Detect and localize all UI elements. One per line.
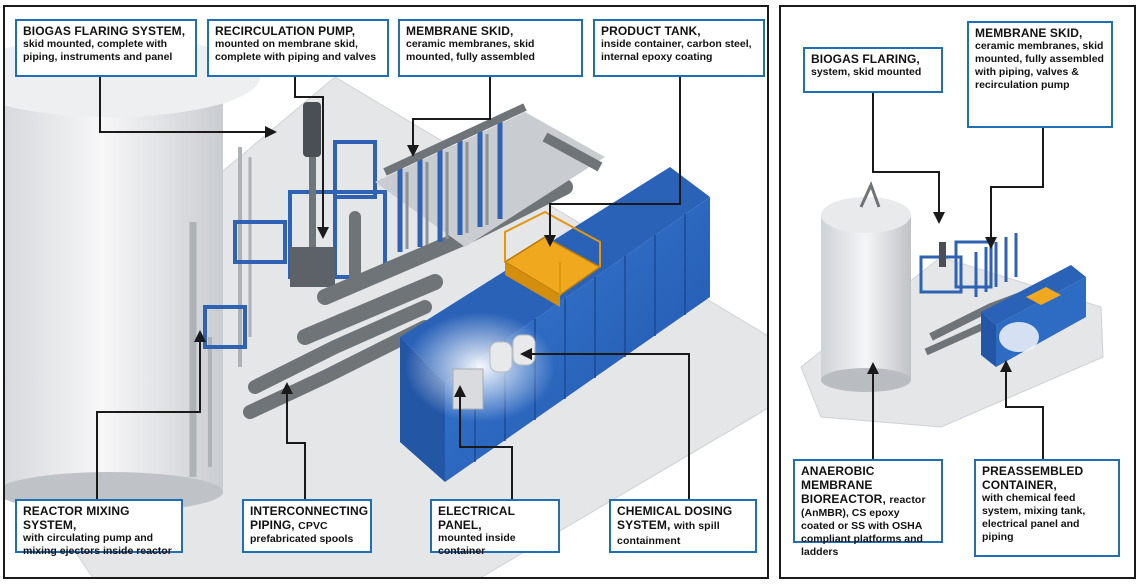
callout-reactor-mixing-system: REACTOR MIXING SYSTEM, with circulating …	[15, 499, 183, 557]
callout-title: PRODUCT TANK,	[601, 24, 701, 38]
callout-description: with chemical feed system, mixing tank, …	[982, 492, 1086, 543]
callout-title: PREASSEMBLED CONTAINER,	[982, 464, 1084, 492]
chemical-dosing-tanks	[489, 334, 536, 373]
callout-recirculation-pump: RECIRCULATION PUMP, mounted on membrane …	[207, 19, 389, 77]
callout-description: system, skid mounted	[811, 66, 922, 78]
main-plant-illustration	[5, 37, 767, 577]
callout-interconnecting-piping: INTERCONNECTING PIPING, CPVC prefabricat…	[242, 499, 372, 553]
callout-electrical-panel: ELECTRICAL PANEL, mounted inside contain…	[430, 499, 560, 557]
main-panel: BIOGAS FLARING SYSTEM, skid mounted, com…	[3, 5, 769, 579]
callout-product-tank: PRODUCT TANK, inside container, carbon s…	[593, 19, 765, 77]
callout-description: inside container, carbon steel, internal…	[601, 38, 752, 63]
callout-title-inline: with spill containment	[617, 520, 720, 547]
callout-side-membrane-skid: MEMBRANE SKID, ceramic membranes, skid m…	[967, 21, 1113, 128]
callout-title-main: INTERCONNECTING PIPING,	[250, 504, 369, 532]
callout-title: ANAEROBIC MEMBRANE BIOREACTOR, reactor	[801, 464, 935, 507]
callout-side-preassembled-container: PREASSEMBLED CONTAINER, with chemical fe…	[974, 459, 1120, 557]
callout-title: CHEMICAL DOSING SYSTEM, with spill conta…	[617, 504, 749, 548]
membrane-skid-unit	[375, 103, 605, 252]
callout-title: BIOGAS FLARING,	[811, 52, 920, 66]
callout-side-anaerobic-membrane-bioreactor: ANAEROBIC MEMBRANE BIOREACTOR, reactor (…	[793, 459, 943, 558]
callout-title: MEMBRANE SKID,	[406, 24, 514, 38]
anaerobic-reactor-tank	[5, 37, 260, 512]
recirculation-skid-frame	[203, 140, 387, 349]
callout-description: mounted inside container	[438, 532, 516, 557]
callout-title: REACTOR MIXING SYSTEM,	[23, 504, 130, 532]
callout-description: skid mounted, complete with piping, inst…	[23, 38, 173, 63]
electrical-panel-box	[452, 368, 484, 410]
callout-description: (AnMBR), CS epoxy coated or SS with OSHA…	[801, 507, 923, 558]
main-leader-lines	[96, 77, 690, 499]
callout-title-main: ANAEROBIC MEMBRANE BIOREACTOR,	[801, 464, 886, 506]
side-shipping-container	[981, 265, 1086, 367]
callout-description: ceramic membranes, skid mounted, fully a…	[975, 40, 1104, 91]
callout-title: ELECTRICAL PANEL,	[438, 504, 515, 532]
callout-description: with circulating pump and mixing ejector…	[23, 532, 172, 557]
callout-title: BIOGAS FLARING SYSTEM,	[23, 24, 186, 38]
callout-biogas-flaring-system: BIOGAS FLARING SYSTEM, skid mounted, com…	[15, 19, 197, 77]
callout-description: mounted on membrane skid, complete with …	[215, 38, 377, 63]
callout-side-biogas-flaring: BIOGAS FLARING, system, skid mounted	[803, 47, 943, 93]
callout-title: MEMBRANE SKID,	[975, 26, 1083, 40]
callout-description: prefabricated spools	[250, 533, 354, 545]
callout-membrane-skid: MEMBRANE SKID, ceramic membranes, skid m…	[398, 19, 583, 77]
side-leader-lines	[867, 92, 1044, 459]
callout-description: ceramic membranes, skid mounted, fully a…	[406, 38, 535, 63]
callout-title-inline: CPVC	[298, 520, 328, 532]
recirculation-pump-unit	[290, 102, 335, 287]
side-panel: BIOGAS FLARING, system, skid mounted MEM…	[779, 5, 1136, 579]
callout-title-inline: reactor	[889, 494, 926, 506]
side-reactor-tank	[821, 181, 911, 392]
side-plant-illustration	[800, 92, 1104, 459]
product-tank-platform	[503, 210, 602, 307]
callout-chemical-dosing-system: CHEMICAL DOSING SYSTEM, with spill conta…	[609, 499, 757, 553]
callout-title-main: CHEMICAL DOSING SYSTEM,	[617, 504, 733, 532]
callout-title: RECIRCULATION PUMP,	[215, 24, 356, 38]
reactor-side-piping	[189, 147, 252, 477]
callout-title: INTERCONNECTING PIPING, CPVC	[250, 504, 368, 533]
